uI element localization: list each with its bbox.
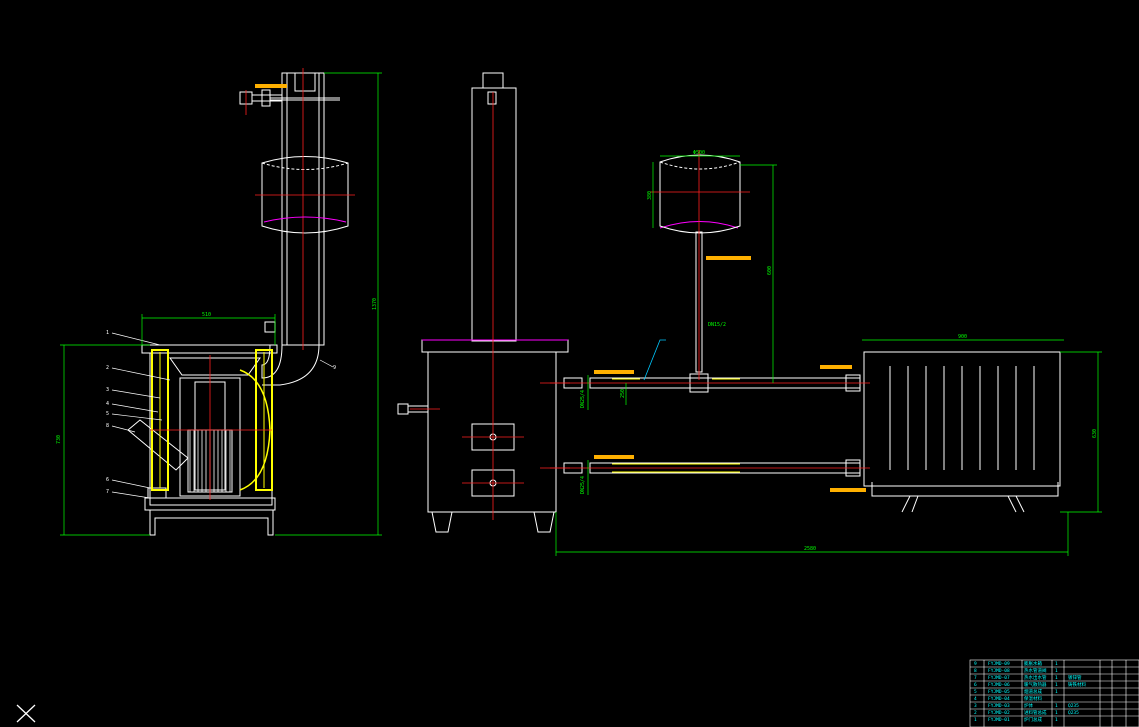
top-plate — [141, 344, 278, 354]
parts-list-cell-no: 8 — [974, 668, 977, 674]
parts-list-cell-name: 热水管道阀 — [1024, 667, 1047, 674]
parts-list-cell-name: 膨胀水箱 — [1024, 660, 1042, 667]
dim-chimney-height: 1370 — [372, 298, 378, 310]
front-top-plate — [421, 339, 569, 353]
callout-label: 9 — [333, 365, 336, 371]
callout-label: 7 — [106, 489, 109, 495]
parts-list-cell-note: Q235 — [1068, 710, 1079, 716]
parts-list-cell-name: 炉体 — [1024, 702, 1033, 709]
parts-list-cell-qty: 1 — [1055, 717, 1058, 723]
dimension-text-left: 510 730 1370 — [56, 298, 378, 444]
chimney-cap — [294, 72, 316, 92]
radiator-fins — [889, 366, 1035, 470]
parts-list-cell-no: 3 — [974, 703, 977, 709]
dim-radiator-width: 900 — [958, 334, 967, 340]
parts-list-cell-name: 暖气散热器 — [1024, 681, 1047, 688]
callout-label: 3 — [106, 387, 109, 393]
parts-list-cell-no: 4 — [974, 696, 977, 702]
centerlines-front — [410, 92, 570, 520]
parts-list-cell-no: 5 — [974, 689, 977, 695]
callout-numbers: 1 2 3 4 5 6 7 8 9 — [106, 330, 336, 495]
chimney-heat-exchanger — [261, 156, 349, 234]
parts-list-cell-code: FYJMD-09 — [988, 661, 1010, 667]
dim-left-top-width: 510 — [202, 312, 211, 318]
parts-list-cell-no: 7 — [974, 675, 977, 681]
dimensions-right — [555, 155, 1102, 556]
parts-list-cell-qty: 1 — [1055, 689, 1058, 695]
pipe-insulation-marks — [612, 378, 740, 473]
parts-list-cell-qty: 1 — [1055, 675, 1058, 681]
dim-radiator-height: 630 — [1092, 429, 1098, 438]
parts-list-cell-name: 保温材料 — [1024, 695, 1042, 702]
parts-list-cell-qty: 1 — [1055, 710, 1058, 716]
parts-list-cell-no: 9 — [974, 661, 977, 667]
callout-label: 4 — [106, 401, 109, 407]
dim-tank-to-pipe: 600 — [767, 266, 773, 275]
boiler-front-view — [397, 72, 569, 533]
parts-list-cell-qty: 1 — [1055, 703, 1058, 709]
front-body — [427, 351, 557, 513]
dim-return-pipe: DN25/4 — [580, 476, 586, 494]
parts-list-cell-code: FYJMD-06 — [988, 682, 1010, 688]
callout-bar — [255, 84, 287, 88]
parts-list-cell-name: 进料管总成 — [1024, 709, 1047, 716]
chimney-valve-icon — [239, 89, 340, 107]
dim-riser: DN15/2 — [708, 322, 726, 328]
parts-list-cell-qty: 1 — [1055, 668, 1058, 674]
dimensions-left — [60, 72, 382, 536]
feed-chute — [127, 419, 189, 471]
parts-list-table: 9 FYJMD-09 膨胀水箱 1 8 FYJMD-08 热水管道阀 1 7 FYJMD-07 热水… — [969, 659, 1139, 727]
centerlines-right — [550, 150, 870, 469]
parts-list-cell-code: FYJMD-02 — [988, 710, 1010, 716]
parts-list-cell-name: 炉门总成 — [1024, 716, 1042, 723]
radiator — [863, 351, 1061, 487]
dim-tank-diameter: Φ500 — [693, 150, 705, 156]
parts-list-cell-note: Q235 — [1068, 703, 1079, 709]
parts-list-cell-note: 镀锌管 — [1068, 674, 1082, 681]
parts-list-cell-no: 1 — [974, 717, 977, 723]
parts-list-cell-name: 热水出水管 — [1024, 674, 1047, 681]
callout-label: 5 — [106, 411, 109, 417]
parts-list-cell-name: 烟道总成 — [1024, 688, 1042, 695]
callout-label: 8 — [106, 423, 109, 429]
parts-list-cell-code: FYJMD-05 — [988, 689, 1010, 695]
front-valve-icon — [487, 91, 497, 105]
ucs-icon — [16, 704, 36, 723]
parts-list-cell-code: FYJMD-08 — [988, 668, 1010, 674]
parts-list-cell-code: FYJMD-01 — [988, 717, 1010, 723]
parts-list-cell-no: 6 — [974, 682, 977, 688]
centerlines-left — [150, 68, 355, 500]
parts-list-cell-no: 2 — [974, 710, 977, 716]
parts-list-cell-code: FYJMD-04 — [988, 696, 1010, 702]
dim-tank-height: 380 — [647, 191, 653, 200]
parts-list-cell-code: FYJMD-07 — [988, 675, 1010, 681]
dim-pipe-drop: 250 — [620, 389, 626, 398]
callout-label: 1 — [106, 330, 109, 336]
callout-label: 6 — [106, 477, 109, 483]
callout-bars-right — [594, 256, 866, 492]
boiler-section-view — [127, 72, 349, 536]
highlight-arcs — [263, 216, 739, 229]
dim-overall-length: 2580 — [804, 546, 816, 552]
callout-leaders-left — [111, 332, 334, 499]
dim-left-height: 730 — [56, 435, 62, 444]
front-chimney — [471, 87, 517, 342]
parts-list-cell-qty: 1 — [1055, 682, 1058, 688]
callout-label: 2 — [106, 365, 109, 371]
insulation-layer — [151, 349, 273, 491]
leader-line — [643, 339, 666, 381]
parts-list-cell-code: FYJMD-03 — [988, 703, 1010, 709]
dim-supply-pipe: DN25/4 — [580, 390, 586, 408]
piping-system — [563, 154, 1061, 513]
parts-list-cell-qty: 1 — [1055, 661, 1058, 667]
dimension-text-right: Φ500 380 600 DN15/2 900 630 2580 DN25/4 … — [580, 150, 1098, 552]
parts-list-cell-note: 铸铁材料 — [1068, 681, 1086, 688]
